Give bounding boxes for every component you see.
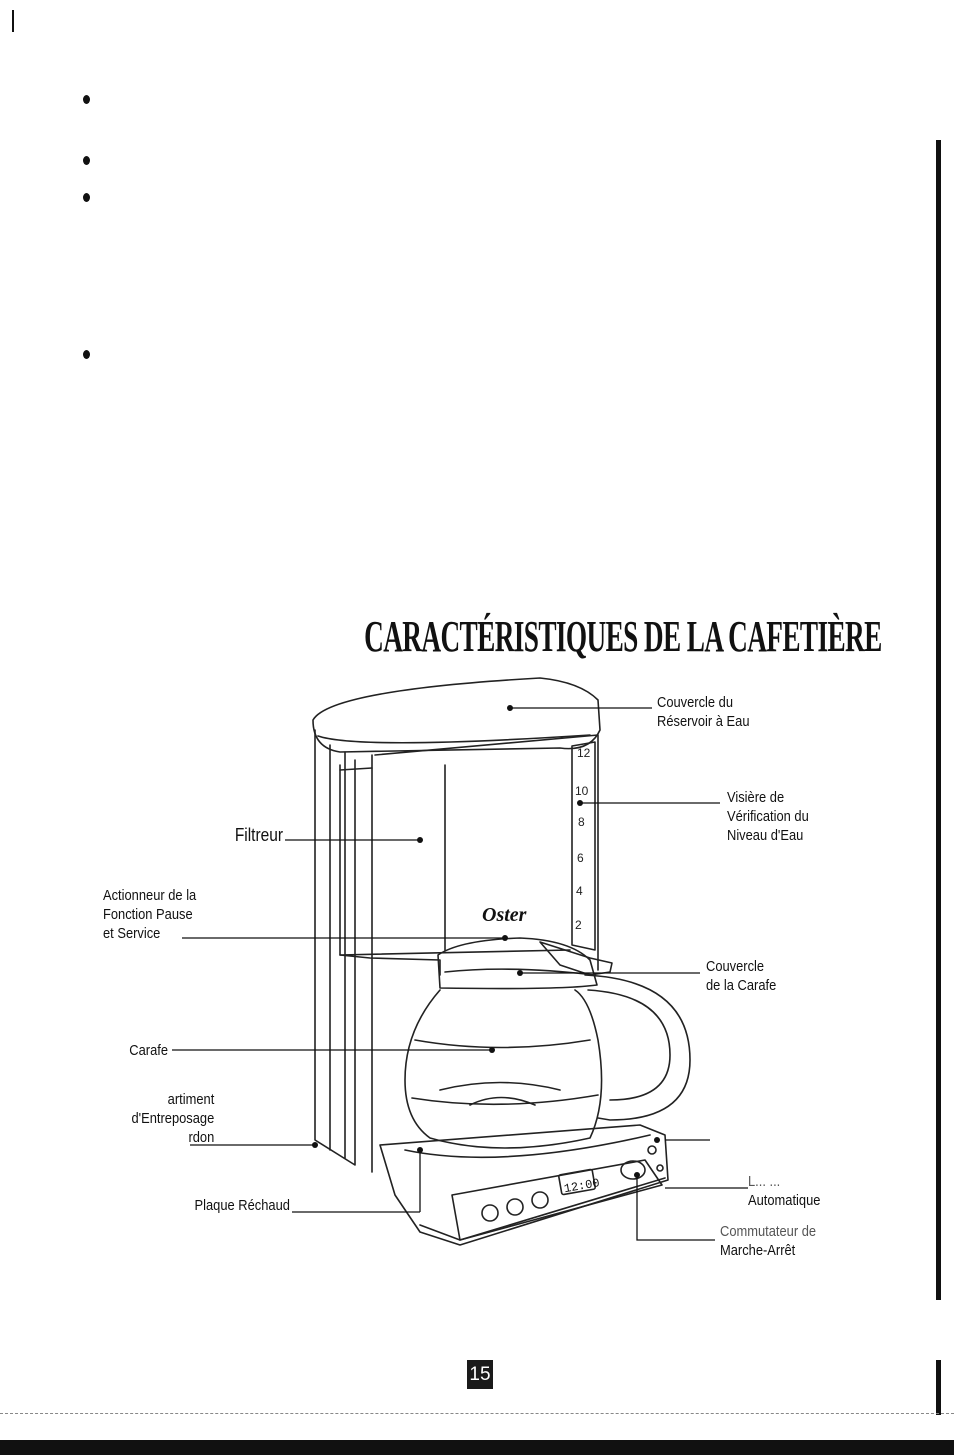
label-warming-plate: Plaque Réchaud xyxy=(194,1197,290,1214)
label-auto-switch: L... ... Automatique xyxy=(748,1173,821,1209)
bullet xyxy=(83,95,90,104)
scale-4: 4 xyxy=(576,884,583,898)
label-pause-serve: Actionneur de la Fonction Pause et Servi… xyxy=(103,887,197,942)
bullet xyxy=(83,193,90,202)
scale-2: 2 xyxy=(575,918,582,932)
scale-12: 12 xyxy=(577,746,591,760)
bottom-bar xyxy=(0,1440,954,1455)
label-cord-storage: artiment d'Entreposage rdon xyxy=(131,1091,214,1146)
margin-mark xyxy=(12,10,14,32)
scale-6: 6 xyxy=(577,851,584,865)
scale-10: 10 xyxy=(575,784,589,798)
footer-rule xyxy=(0,1413,954,1415)
label-water-window: Visière de Vérification du Niveau d'Eau xyxy=(727,789,809,844)
bullet xyxy=(83,350,90,359)
bullet xyxy=(83,156,90,165)
label-on-off-switch: Commutateur de Marche-Arrêt xyxy=(720,1223,817,1259)
label-carafe-lid: Couvercle de la Carafe xyxy=(706,958,777,994)
clock-display: 12:00 xyxy=(563,1176,601,1196)
label-reservoir-lid: Couvercle du Réservoir à Eau xyxy=(657,694,750,730)
page-edge-bar xyxy=(936,1360,941,1415)
scale-8: 8 xyxy=(578,815,585,829)
label-carafe: Carafe xyxy=(129,1042,168,1059)
label-filter: Filtreur xyxy=(234,825,283,845)
page-number: 15 xyxy=(467,1360,493,1389)
oster-logo: Oster xyxy=(482,904,527,926)
page-edge-bar xyxy=(936,140,941,1300)
